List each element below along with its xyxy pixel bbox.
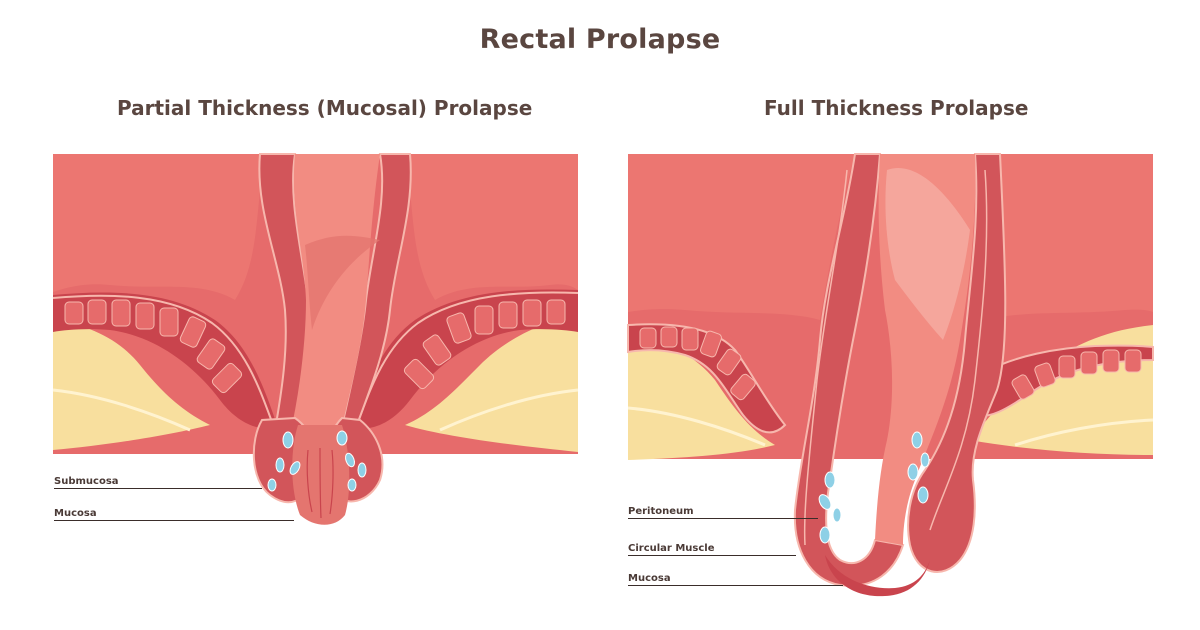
muscle-fibers-left: [639, 326, 756, 401]
mucosal-fold: [305, 235, 380, 330]
tissue-highlight-right: [975, 154, 1153, 320]
muscle-band-right: [352, 289, 578, 429]
leader-circular-muscle: [628, 555, 796, 556]
prolapse-center: [292, 425, 350, 525]
lumen-highlight: [885, 168, 970, 340]
leader-mucosa-right: [628, 585, 843, 586]
tissue-highlight-left: [628, 154, 855, 320]
tissue-highlight-right: [405, 154, 578, 300]
rectal-wall-right: [907, 153, 1007, 573]
full-prolapse-illustration: [627, 153, 1154, 597]
muscle-fibers-right: [403, 299, 566, 390]
blood-vessels-left: [267, 431, 301, 492]
muscle-fibers-right: [1011, 349, 1142, 400]
blood-vessels-right: [336, 430, 367, 492]
leader-mucosa-left: [54, 520, 294, 521]
prolapse-tip: [825, 555, 930, 597]
label-peritoneum: Peritoneum: [628, 506, 694, 517]
partial-prolapse-title: Partial Thickness (Mucosal) Prolapse: [117, 96, 533, 120]
blood-vessels-right: [907, 431, 930, 504]
rectal-wall-left: [793, 153, 905, 587]
page-title: Rectal Prolapse: [479, 24, 721, 55]
muscle-band-left: [53, 292, 278, 429]
fat-highlight-right: [1014, 418, 1154, 447]
tissue-highlight-left: [53, 154, 265, 300]
label-circular-muscle: Circular Muscle: [628, 543, 715, 554]
fat-layer-left: [628, 335, 775, 460]
full-prolapse-title: Full Thickness Prolapse: [764, 96, 1029, 120]
rectal-lumen: [290, 154, 380, 435]
fat-highlight-left: [627, 406, 766, 447]
label-submucosa: Submucosa: [54, 476, 119, 487]
partial-prolapse-illustration: [52, 153, 579, 525]
label-mucosa-right: Mucosa: [628, 573, 671, 584]
label-mucosa-left: Mucosa: [54, 508, 97, 519]
muscle-fibers-left: [64, 299, 243, 394]
fat-layer-right: [405, 315, 578, 452]
fat-highlight-right: [439, 388, 579, 432]
leader-submucosa: [54, 488, 262, 489]
fat-layer-left: [53, 320, 210, 450]
blood-vessels-left: [818, 471, 842, 544]
fat-highlight-left: [52, 388, 191, 432]
leader-peritoneum: [628, 518, 818, 519]
